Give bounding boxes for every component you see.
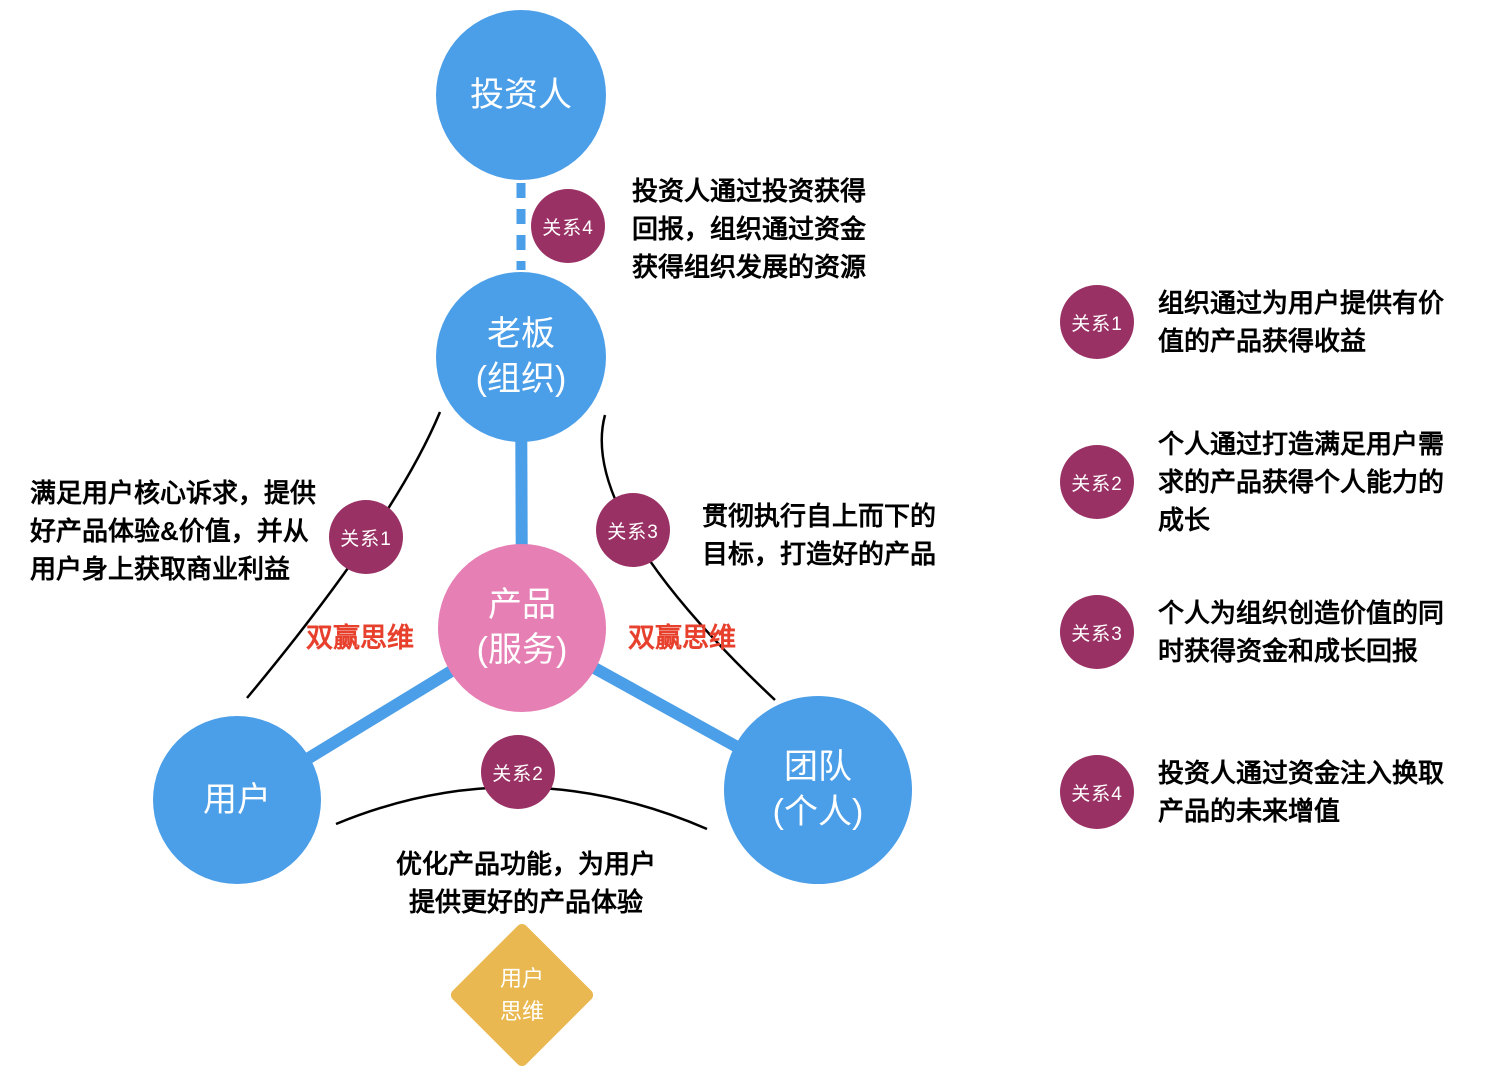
annotation-user-product-line1: 满足用户核心诉求，提供	[30, 478, 317, 508]
node-product-label-line1: 产品	[488, 586, 556, 625]
node-product-label-line2: (服务)	[476, 631, 568, 669]
legend-text-relation3: 个人为组织创造价值的同时获得资金和成长回报	[1158, 598, 1445, 666]
badge-relation3: 关系3	[596, 493, 670, 567]
node-team: 团队 (个人)	[724, 696, 912, 884]
annotation-boss-team-line1: 贯彻执行自上而下的	[702, 501, 937, 531]
annotation-investor-boss: 投资人通过投资获得 回报，组织通过资金 获得组织发展的资源	[632, 172, 866, 286]
badge-relation2-label: 关系2	[492, 763, 544, 785]
node-boss-label-line1: 老板	[487, 315, 555, 354]
node-user-mindset-line2: 思维	[499, 998, 545, 1024]
badge-relation4-label: 关系4	[542, 217, 594, 239]
legend-badge-relation4-label: 关系4	[1071, 783, 1123, 805]
legend-text-relation2: 个人通过打造满足用户需求的产品获得个人能力的成长	[1158, 429, 1445, 535]
node-team-label-line1: 团队	[784, 748, 852, 787]
node-team-label-line2: (个人)	[772, 793, 864, 831]
badge-relation1-label: 关系1	[340, 528, 392, 550]
node-investor-label: 投资人	[470, 75, 572, 114]
legend-badge-relation3-label: 关系3	[1071, 623, 1123, 645]
legend-text-relation1: 组织通过为用户提供有价值的产品获得收益	[1158, 288, 1445, 356]
annotation-user-team-line2: 提供更好的产品体验	[408, 887, 643, 917]
node-user-label: 用户	[203, 780, 271, 819]
legend-badge-relation2: 关系2	[1060, 445, 1134, 519]
badge-relation3-label: 关系3	[607, 521, 659, 543]
annotation-user-team-line1: 优化产品功能，为用户	[395, 849, 656, 879]
annotation-user-product-line3: 用户身上获取商业利益	[30, 554, 291, 584]
node-product: 产品 (服务)	[438, 544, 606, 712]
node-user: 用户	[153, 716, 321, 884]
legend-badge-relation1: 关系1	[1060, 285, 1134, 359]
legend-badge-relation4: 关系4	[1060, 755, 1134, 829]
label-win-win-left: 双赢思维	[306, 623, 414, 653]
annotation-boss-team: 贯彻执行自上而下的 目标，打造好的产品	[702, 497, 936, 573]
annotation-user-product-line2: 好产品体验&价值，并从	[30, 516, 309, 546]
badge-relation1: 关系1	[329, 500, 403, 574]
node-investor: 投资人	[436, 10, 606, 180]
badge-relation4: 关系4	[531, 189, 605, 263]
legend-badge-relation1-label: 关系1	[1071, 313, 1123, 335]
node-boss: 老板 (组织)	[436, 272, 606, 442]
annotation-investor-boss-line2: 回报，组织通过资金	[632, 214, 867, 244]
node-user-mindset-label: 用户 思维	[500, 962, 544, 1028]
annotation-user-product: 满足用户核心诉求，提供 好产品体验&价值，并从 用户身上获取商业利益	[30, 474, 316, 588]
legend-badge-relation2-label: 关系2	[1071, 473, 1123, 495]
node-boss-label-line2: (组织)	[475, 360, 567, 398]
legend-text-relation4: 投资人通过资金注入换取产品的未来增值	[1158, 758, 1445, 826]
node-user-mindset-line1: 用户	[499, 965, 545, 991]
annotation-investor-boss-line3: 获得组织发展的资源	[632, 252, 867, 282]
annotation-investor-boss-line1: 投资人通过投资获得	[632, 176, 867, 206]
annotation-user-team: 优化产品功能，为用户 提供更好的产品体验	[378, 845, 674, 921]
annotation-boss-team-line2: 目标，打造好的产品	[702, 539, 937, 569]
label-win-win-right: 双赢思维	[628, 623, 736, 653]
legend-badge-relation3: 关系3	[1060, 595, 1134, 669]
badge-relation2: 关系2	[481, 735, 555, 809]
